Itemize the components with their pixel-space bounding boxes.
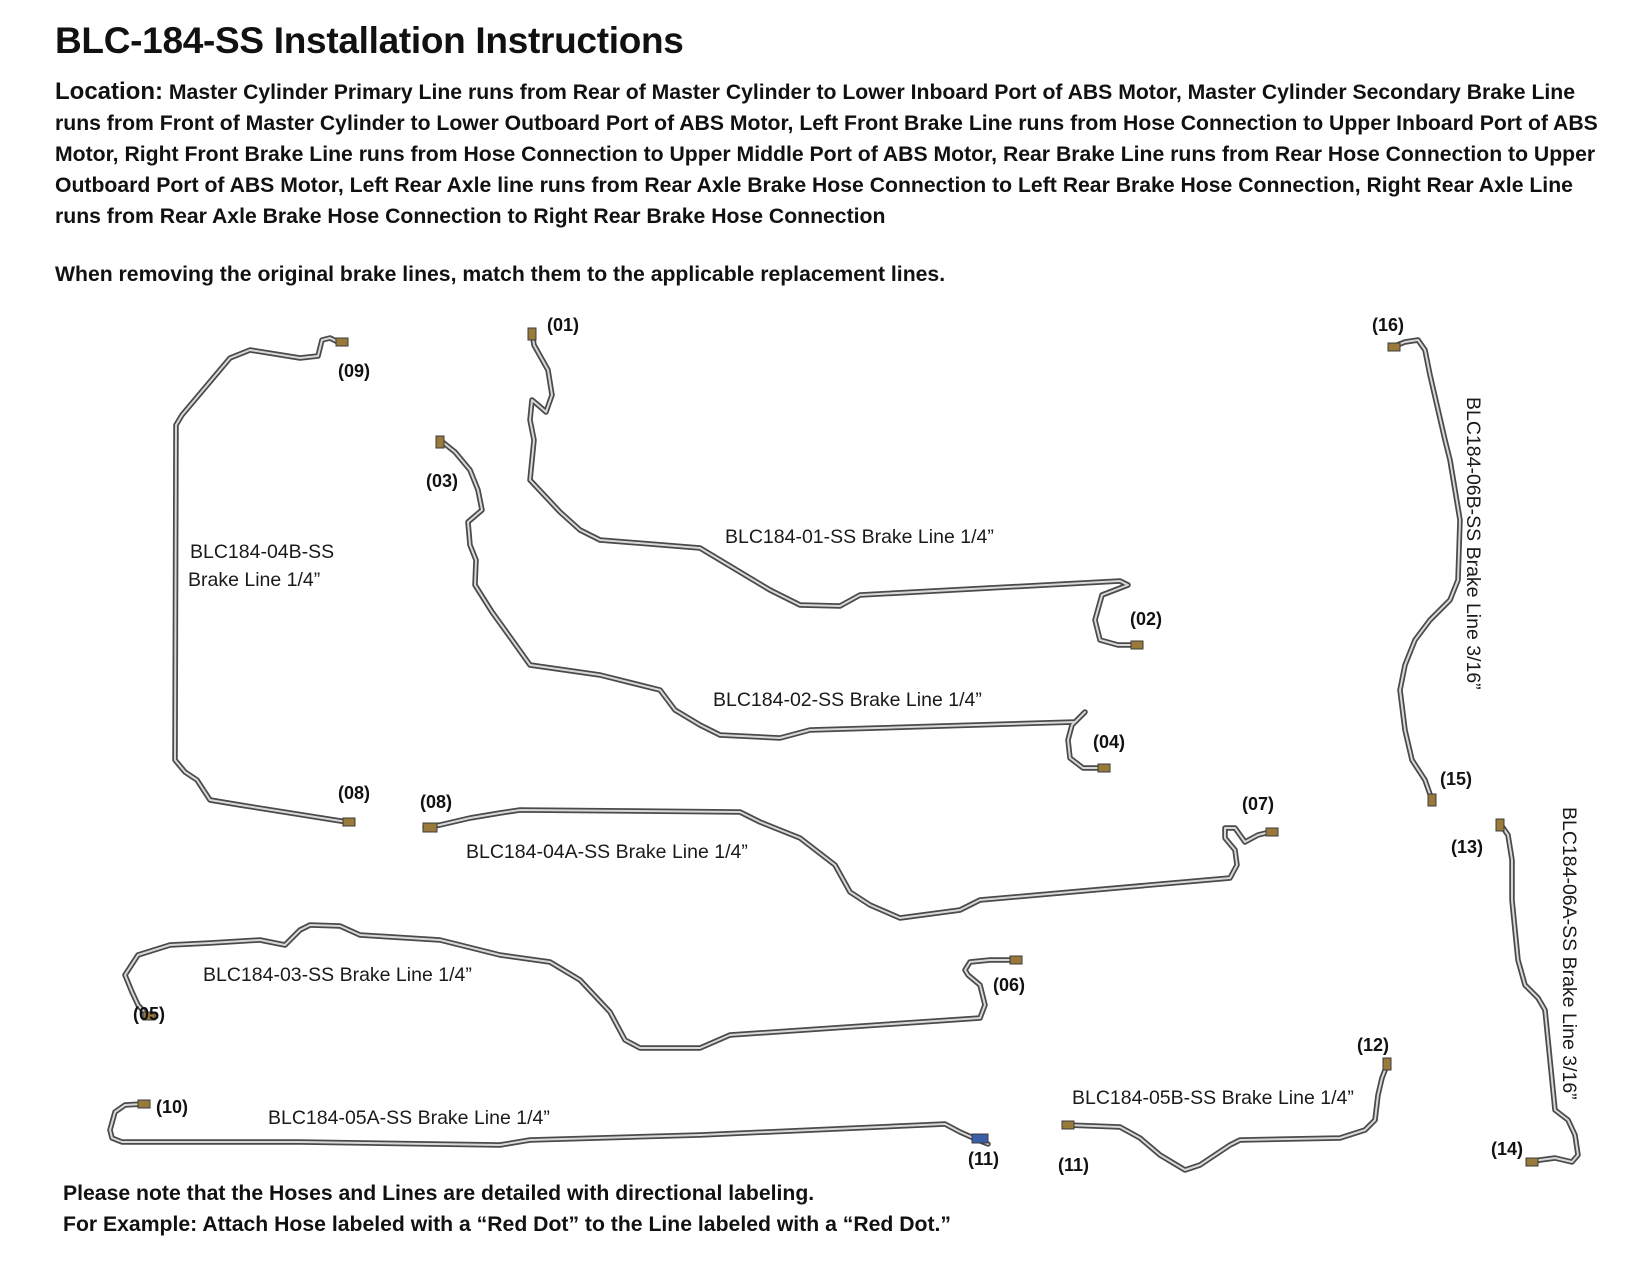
port-label-11-05b: (11)	[1058, 1155, 1089, 1175]
label-blc184-06b: BLC184-06B-SS Brake Line 3/16”	[1462, 397, 1484, 690]
fitting-08-04b	[342, 817, 356, 827]
fitting-10	[137, 1099, 151, 1109]
brake-line-06a	[1495, 818, 1581, 1167]
instruction-text: When removing the original brake lines, …	[55, 263, 946, 286]
label-blc184-04a: BLC184-04A-SS Brake Line 1/4”	[466, 841, 748, 863]
brake-line-03	[122, 922, 1023, 1051]
fitting-11-05a	[971, 1133, 989, 1144]
port-label-16: (16)	[1372, 315, 1404, 335]
fitting-04	[1097, 763, 1111, 773]
label-blc184-01: BLC184-01-SS Brake Line 1/4”	[725, 526, 994, 548]
port-label-11-05a: (11)	[968, 1149, 999, 1169]
fitting-06	[1009, 955, 1023, 965]
fitting-03	[435, 435, 445, 449]
label-blc184-05a: BLC184-05A-SS Brake Line 1/4”	[268, 1107, 550, 1129]
note-line-2: For Example: Attach Hose labeled with a …	[63, 1213, 952, 1236]
port-label-05: (05)	[133, 1004, 165, 1024]
label-blc184-04b-line2: Brake Line 1/4”	[188, 569, 320, 591]
fitting-15	[1427, 793, 1437, 807]
fitting-05	[142, 1011, 156, 1021]
port-label-10: (10)	[156, 1097, 188, 1117]
fitting-11-05b	[1061, 1120, 1075, 1130]
fitting-09	[335, 337, 349, 347]
location-text: Master Cylinder Primary Line runs from R…	[55, 81, 1598, 228]
label-blc184-02: BLC184-02-SS Brake Line 1/4”	[713, 689, 982, 711]
port-label-03: (03)	[426, 471, 458, 491]
port-label-12: (12)	[1357, 1035, 1389, 1055]
fitting-01	[527, 327, 537, 341]
port-label-15: (15)	[1440, 769, 1472, 789]
fitting-08-04a	[422, 822, 438, 833]
fitting-07	[1265, 827, 1279, 837]
label-blc184-04b-line1: BLC184-04B-SS	[190, 541, 334, 563]
page-title: BLC-184-SS Installation Instructions	[55, 20, 684, 61]
label-blc184-03: BLC184-03-SS Brake Line 1/4”	[203, 964, 472, 986]
port-label-08-04b: (08)	[338, 783, 370, 803]
location-label: Location:	[55, 78, 163, 105]
fitting-02	[1130, 640, 1144, 650]
port-label-06: (06)	[993, 975, 1025, 995]
port-label-01: (01)	[547, 315, 579, 335]
note-text: Please note that the Hoses and Lines are…	[63, 1178, 951, 1240]
port-label-13: (13)	[1451, 837, 1483, 857]
port-label-07: (07)	[1242, 794, 1274, 814]
brake-line-05b	[1061, 1057, 1392, 1173]
label-blc184-05b: BLC184-05B-SS Brake Line 1/4”	[1072, 1087, 1354, 1109]
brake-line-05a	[107, 1099, 991, 1148]
port-label-02: (02)	[1130, 609, 1162, 629]
port-label-14: (14)	[1491, 1139, 1523, 1159]
brake-line-04b	[172, 335, 356, 827]
fitting-12	[1382, 1057, 1392, 1071]
port-label-04: (04)	[1093, 732, 1125, 752]
location-description: Location: Master Cylinder Primary Line r…	[55, 76, 1615, 232]
note-line-1: Please note that the Hoses and Lines are…	[63, 1182, 815, 1205]
fitting-16	[1387, 342, 1401, 352]
brake-line-01	[527, 327, 1144, 650]
fitting-13	[1495, 818, 1505, 832]
port-label-09: (09)	[338, 361, 370, 381]
label-blc184-06a: BLC184-06A-SS Brake Line 3/16”	[1558, 807, 1580, 1100]
brake-line-04a	[422, 807, 1279, 921]
fitting-14	[1525, 1157, 1539, 1167]
brake-line-02	[435, 435, 1111, 773]
brake-line-06b	[1387, 337, 1463, 807]
port-label-08-04a: (08)	[420, 792, 452, 812]
